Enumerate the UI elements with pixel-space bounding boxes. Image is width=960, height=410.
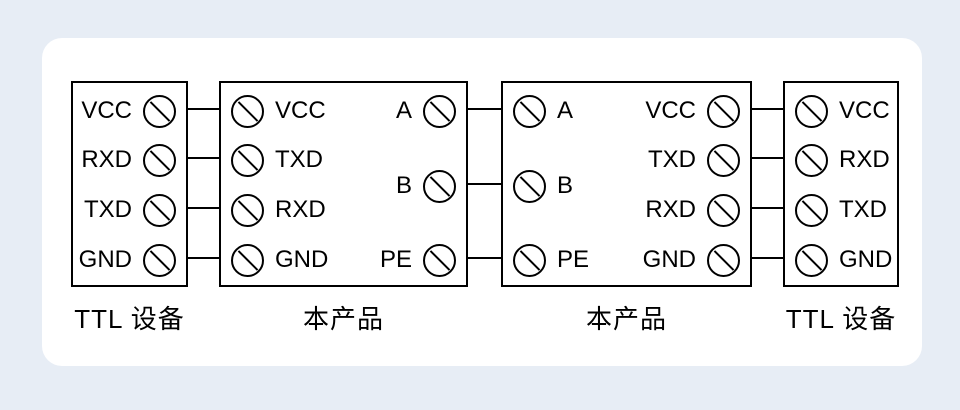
- terminal-row: VCC: [231, 94, 326, 128]
- terminal-row: GND: [643, 243, 740, 277]
- screw-terminal-icon: [143, 243, 176, 277]
- terminal-row: GND: [795, 243, 892, 277]
- terminal-label: RXD: [275, 196, 326, 223]
- screw-terminal-icon: [707, 94, 740, 128]
- screw-terminal-icon: [423, 94, 456, 128]
- terminal-label: TXD: [648, 146, 696, 173]
- terminal-label: PE: [557, 246, 590, 273]
- terminal-row: PE: [380, 243, 456, 277]
- terminal-row: VCC: [795, 94, 890, 128]
- screw-terminal-icon: [513, 243, 546, 277]
- terminal-label: GND: [275, 246, 329, 273]
- terminal-row: RXD: [81, 143, 176, 177]
- terminal-row: TXD: [84, 193, 176, 227]
- wire-gnd-gnd-right: [750, 257, 785, 259]
- wire-b-b: [466, 183, 503, 185]
- terminal-label: A: [395, 97, 412, 124]
- terminal-row: RXD: [795, 143, 890, 177]
- terminal-label: VCC: [645, 97, 696, 124]
- caption-product-left: 本产品: [302, 303, 384, 334]
- box-ttl-device-right: VCC RXD TXD GND: [783, 81, 899, 287]
- terminal-label: B: [395, 172, 412, 199]
- wire-pe-pe: [466, 257, 503, 259]
- terminal-label: VCC: [81, 97, 132, 124]
- screw-terminal-icon: [143, 143, 176, 177]
- terminal-row: PE: [513, 243, 589, 277]
- caption-ttl-device-right: TTL 设备: [785, 303, 897, 334]
- box-ttl-device-left: VCC RXD TXD GND: [71, 81, 188, 287]
- caption-ttl-device-left: TTL 设备: [74, 303, 185, 334]
- box-product-left: VCC TXD RXD GND A B PE: [219, 81, 468, 287]
- terminal-label: PE: [379, 246, 412, 273]
- screw-terminal-icon: [231, 94, 264, 128]
- wire-rxd-txd-left: [186, 157, 221, 159]
- terminal-label: RXD: [839, 146, 890, 173]
- screw-terminal-icon: [795, 193, 828, 227]
- wire-vcc-vcc-left: [186, 108, 221, 110]
- terminal-label: VCC: [839, 97, 890, 124]
- terminal-label: A: [557, 97, 574, 124]
- terminal-label: TXD: [84, 196, 132, 223]
- terminal-label: RXD: [645, 196, 696, 223]
- terminal-row: VCC: [645, 94, 740, 128]
- terminal-row: GND: [231, 243, 328, 277]
- terminal-label: TXD: [275, 146, 323, 173]
- caption-product-right: 本产品: [585, 303, 667, 334]
- terminal-row: B: [513, 169, 573, 203]
- terminal-row: B: [396, 169, 456, 203]
- wire-gnd-gnd-left: [186, 257, 221, 259]
- screw-terminal-icon: [795, 243, 828, 277]
- terminal-row: A: [513, 94, 573, 128]
- terminal-row: GND: [79, 243, 176, 277]
- screw-terminal-icon: [423, 243, 456, 277]
- screw-terminal-icon: [707, 193, 740, 227]
- terminal-label: VCC: [275, 97, 326, 124]
- screw-terminal-icon: [423, 169, 456, 203]
- wire-txd-rxd-right: [750, 157, 785, 159]
- wire-rxd-txd-right: [750, 207, 785, 209]
- screw-terminal-icon: [513, 94, 546, 128]
- wire-txd-rxd-left: [186, 207, 221, 209]
- screw-terminal-icon: [707, 243, 740, 277]
- screw-terminal-icon: [795, 143, 828, 177]
- screw-terminal-icon: [231, 143, 264, 177]
- terminal-row: TXD: [231, 143, 323, 177]
- screw-terminal-icon: [795, 94, 828, 128]
- box-product-right: A B PE VCC TXD RXD GND: [501, 81, 752, 287]
- terminal-label: GND: [642, 246, 696, 273]
- terminal-label: TXD: [839, 196, 887, 223]
- terminal-row: TXD: [795, 193, 887, 227]
- terminal-row: A: [396, 94, 456, 128]
- terminal-row: RXD: [645, 193, 740, 227]
- terminal-row: RXD: [231, 193, 326, 227]
- terminal-row: VCC: [81, 94, 176, 128]
- wire-a-a: [466, 108, 503, 110]
- screw-terminal-icon: [231, 193, 264, 227]
- terminal-label: RXD: [81, 146, 132, 173]
- screw-terminal-icon: [143, 193, 176, 227]
- screw-terminal-icon: [231, 243, 264, 277]
- terminal-label: B: [557, 172, 574, 199]
- wiring-diagram-card: VCC RXD TXD GND VCC: [42, 38, 922, 366]
- wire-vcc-vcc-right: [750, 108, 785, 110]
- screw-terminal-icon: [143, 94, 176, 128]
- terminal-label: GND: [839, 246, 893, 273]
- screw-terminal-icon: [513, 169, 546, 203]
- screw-terminal-icon: [707, 143, 740, 177]
- terminal-label: GND: [78, 246, 132, 273]
- terminal-row: TXD: [648, 143, 740, 177]
